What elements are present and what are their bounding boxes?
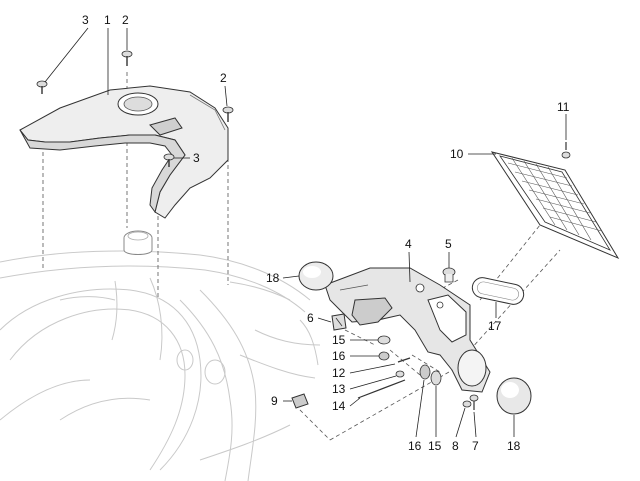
scooter-frame	[0, 250, 321, 481]
callout-3-top-left: 3	[82, 13, 89, 27]
callout-2-top: 2	[122, 13, 129, 27]
callout-12: 12	[332, 366, 346, 380]
bolt-5	[442, 267, 456, 283]
washer-15-lower	[430, 370, 442, 386]
reflector-part	[471, 277, 525, 305]
callout-6: 6	[307, 311, 314, 325]
clip-6	[331, 313, 347, 331]
washer-8	[462, 400, 472, 408]
callout-16-lower: 16	[408, 439, 422, 453]
callout-2-right: 2	[220, 71, 227, 85]
callout-13: 13	[332, 382, 346, 396]
screw-11	[561, 142, 571, 159]
screw-3-center	[163, 153, 175, 167]
license-plate-part	[490, 151, 620, 260]
clip-9	[291, 393, 309, 409]
fuel-cap	[123, 230, 153, 255]
callout-14: 14	[332, 399, 346, 413]
screw-2-top	[121, 50, 133, 66]
callout-18-upper: 18	[266, 271, 280, 285]
callout-8: 8	[452, 439, 459, 453]
callout-15-lower: 15	[428, 439, 442, 453]
washer-15-upper	[377, 335, 391, 345]
callout-7: 7	[472, 439, 479, 453]
cap-18-upper	[298, 261, 334, 291]
callout-3-center: 3	[193, 151, 200, 165]
screw-3-left	[36, 80, 48, 94]
callout-15-upper: 15	[332, 333, 346, 347]
callout-labels: 3 2 1 2 3 11 10 4 5 18 6 15 16 12 13 14 …	[82, 13, 570, 453]
screw-2-right	[222, 106, 234, 122]
rear-cover-part	[19, 85, 229, 219]
screw-7	[469, 394, 479, 410]
callout-5: 5	[445, 237, 452, 251]
callout-17: 17	[488, 319, 502, 333]
callout-11: 11	[557, 100, 570, 114]
callout-16-upper: 16	[332, 349, 346, 363]
cap-18-lower	[496, 377, 532, 415]
pin-13	[395, 370, 405, 378]
callout-4: 4	[405, 237, 412, 251]
leader-lines	[44, 27, 567, 438]
callout-1: 1	[104, 13, 111, 27]
nut-16-lower	[419, 364, 431, 380]
pin-12	[397, 357, 411, 363]
nut-16-upper	[378, 351, 390, 361]
callout-9: 9	[271, 394, 278, 408]
callout-18-lower: 18	[507, 439, 521, 453]
plate-holder-bracket-part	[324, 267, 491, 393]
rod-14	[357, 379, 406, 399]
callout-10: 10	[450, 147, 464, 161]
